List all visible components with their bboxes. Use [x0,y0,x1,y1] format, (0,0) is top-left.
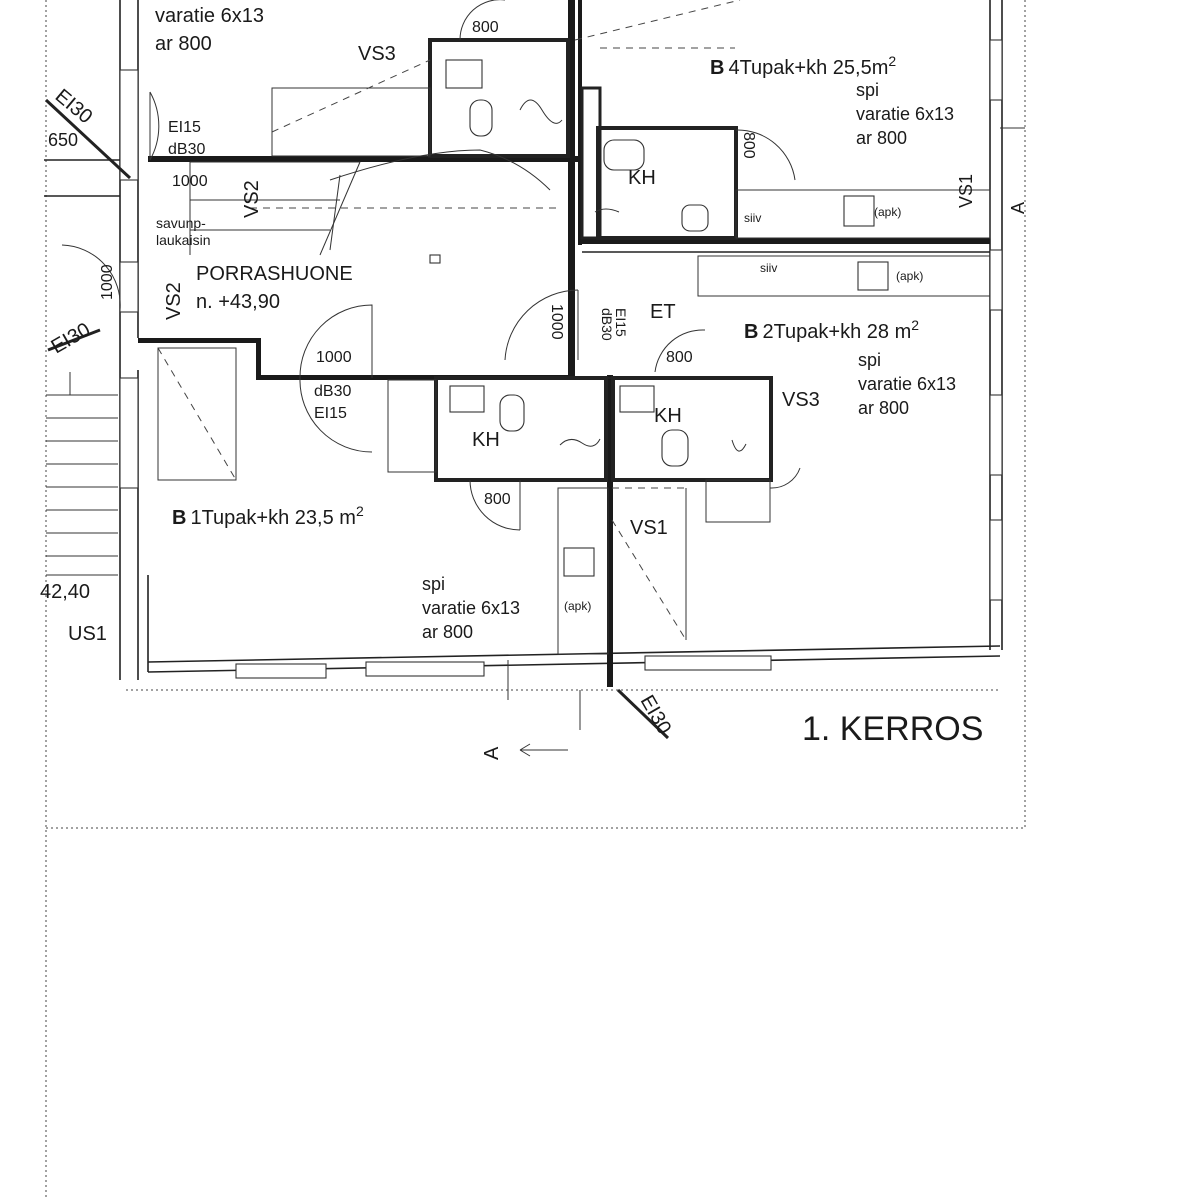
b1-ar: ar 800 [422,622,473,642]
stair-level: n. +43,90 [196,291,280,313]
db30-label-vertical: dB30 [599,308,615,341]
b4-siiv: siiv [744,211,761,225]
fire-walls [138,0,990,687]
ei30-label-left: EI30 [48,319,95,359]
dim-800-b2entry: 800 [666,349,693,366]
section-cuts [44,98,1025,757]
b4-ar: ar 800 [856,128,907,148]
vs2-label-lower: VS2 [163,282,185,320]
dim-1000-b2door: 1000 [548,304,565,340]
dim-650: 650 [48,130,78,150]
b1-spi: spi [422,574,445,594]
dim-1000-exterior: 1000 [99,264,116,300]
dim-1000-stairdoor: 1000 [172,173,208,190]
vs2-label-upper: VS2 [241,180,263,218]
page-edges [45,0,1026,1200]
kitchen-counters [387,0,991,655]
b2-ar: ar 800 [858,398,909,418]
entrance-stair [46,372,118,576]
stair-name: PORRASHUONE [196,263,353,285]
exterior-walls [119,0,1003,680]
level-4240: 42,40 [40,581,90,603]
b3-varatie: varatie 6x13 [155,5,264,27]
dim-800-b4bath: 800 [472,19,499,36]
us1-label: US1 [68,623,107,645]
b3-ar: ar 800 [155,33,212,55]
b2-kh: KH [654,405,682,427]
dim-1000-b1door: 1000 [316,349,352,366]
ei30-label-top: EI30 [51,85,97,128]
door-swings [61,0,801,531]
dim-800-b4kitchen: 800 [740,132,757,159]
b1-apk: (apk) [564,599,591,613]
b1-kh: KH [472,429,500,451]
ei15-label-upper: EI15 [168,119,201,136]
b4-varatie: varatie 6x13 [856,104,954,124]
vs3-label-top: VS3 [358,43,396,65]
db30-label-lower: dB30 [314,383,351,400]
b2-apk: (apk) [896,269,923,283]
b1-varatie: varatie 6x13 [422,598,520,618]
db30-label-upper: dB30 [168,141,205,158]
ei30-label-bottom: EI30 [636,692,676,739]
vs1-label-right: VS1 [956,174,976,208]
floor-title: 1. KERROS [802,710,983,748]
section-marker-a: A [481,746,503,760]
bathroom-fixtures [329,59,747,467]
section-marker-a-right: A [1008,202,1028,214]
b2-et: ET [650,301,676,323]
b2-varatie: varatie 6x13 [858,374,956,394]
b2-spi: spi [858,350,881,370]
b4-kh: KH [628,167,656,189]
savunp-line2: laukaisin [156,232,210,248]
ei15-label-vertical: EI15 [613,308,629,337]
b2-siiv: siiv [760,261,777,275]
stair-flights [46,59,560,576]
ei15-label-lower: EI15 [314,405,347,422]
b4-apk: (apk) [874,205,901,219]
dim-800-b1bath: 800 [484,491,511,508]
vs1-label-b1: VS1 [630,517,668,539]
vs3-label-b2: VS3 [782,389,820,411]
b4-spi: spi [856,80,879,100]
savunp-line1: savunp- [156,215,206,231]
